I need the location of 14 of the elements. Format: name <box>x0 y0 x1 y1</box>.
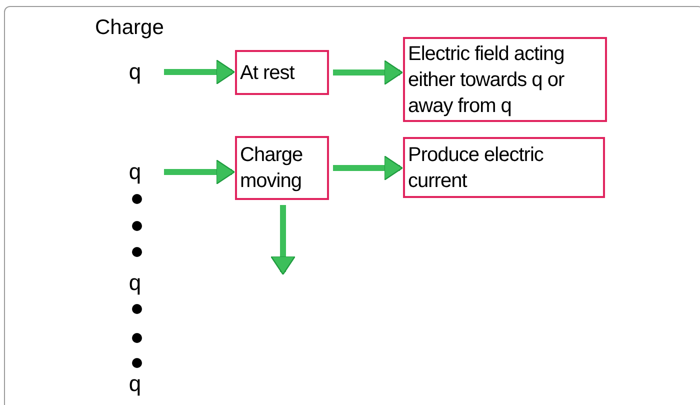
charge-symbol: q <box>124 56 146 88</box>
process-box: Electric field acting either towards q or away from q <box>403 37 607 122</box>
charge-symbol: q <box>124 156 146 188</box>
heading-text: Charge <box>95 15 164 41</box>
process-box: Produce electric current <box>403 137 605 198</box>
arrow <box>270 205 296 275</box>
charge-symbol: q <box>128 269 142 297</box>
arrow <box>333 60 403 86</box>
process-box: At rest <box>235 50 329 95</box>
arrow <box>164 59 235 85</box>
arrow <box>333 155 403 181</box>
arrow <box>164 159 235 185</box>
charge-symbol: q <box>128 370 142 398</box>
process-box: Charge moving <box>235 136 329 200</box>
